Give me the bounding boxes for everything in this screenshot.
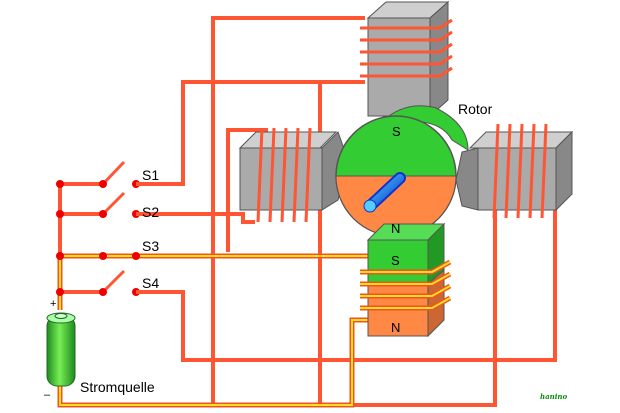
coil-bottom	[360, 259, 452, 311]
author-signature: hanino	[540, 392, 567, 401]
switch-label-s3: S3	[142, 238, 159, 254]
rotor-label: Rotor	[458, 101, 493, 117]
coil-right	[492, 123, 548, 219]
stator-right	[455, 123, 574, 219]
node-bus-s4	[56, 288, 64, 296]
battery-plus-label: +	[50, 298, 56, 310]
switch-label-s1: S1	[142, 167, 159, 183]
switch-s4	[99, 269, 183, 296]
stator-bottom-north-pole: N	[391, 320, 400, 335]
rotor-north-pole: N	[391, 221, 400, 236]
battery-minus-label: –	[44, 389, 51, 401]
node-bus-top	[56, 180, 64, 188]
rotor	[335, 105, 469, 237]
rotor-shaft	[363, 172, 406, 213]
wire-left-coil-b	[226, 128, 268, 252]
node-bus-s2	[56, 210, 64, 218]
switch-label-s4: S4	[142, 275, 159, 291]
stator-bottom	[360, 222, 452, 338]
stator-left	[238, 127, 349, 223]
switch-s1	[99, 160, 183, 188]
switch-label-s2: S2	[142, 204, 159, 220]
stator-top	[360, 0, 453, 118]
rotor-south-pole: S	[392, 124, 401, 139]
node-bus-s3	[56, 252, 64, 260]
battery	[46, 312, 76, 387]
coil-left	[256, 127, 312, 223]
power-source-label: Stromquelle	[80, 379, 155, 395]
coil-top	[360, 18, 453, 78]
switch-s3	[99, 252, 140, 260]
switch-s2	[99, 191, 243, 218]
stator-bottom-south-pole: S	[391, 253, 400, 268]
